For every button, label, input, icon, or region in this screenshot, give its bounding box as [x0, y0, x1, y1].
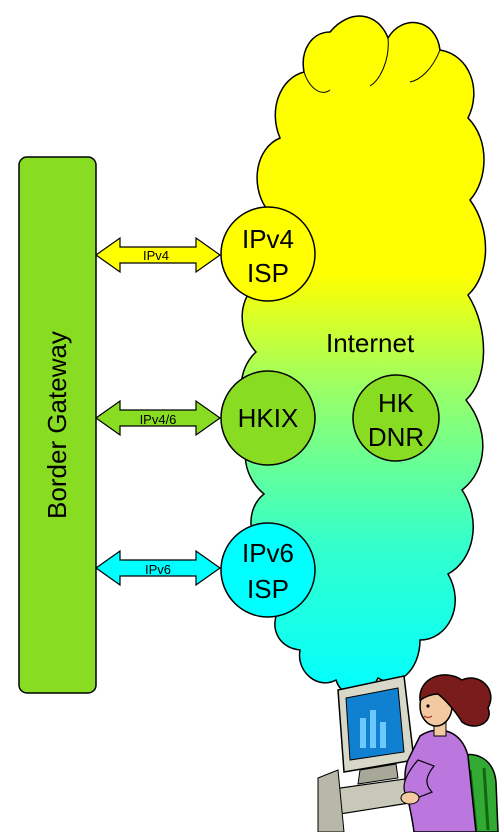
node-ipv4-isp-line2: ISP	[247, 258, 289, 288]
node-hk-dnr-line1: HK	[378, 388, 415, 418]
node-hkix: HKIX	[220, 370, 316, 466]
border-gateway-label: Border Gateway	[42, 331, 72, 519]
node-ipv4-isp-line1: IPv4	[242, 224, 294, 254]
link-ipv46: IPv4/6	[94, 399, 222, 437]
internet-label: Internet	[326, 328, 415, 358]
link-ipv4: IPv4	[94, 236, 222, 274]
link-ipv6: IPv6	[94, 549, 222, 587]
link-ipv46-label: IPv4/6	[140, 412, 177, 427]
node-ipv4-isp: IPv4 ISP	[220, 206, 316, 302]
border-gateway-box	[18, 156, 97, 694]
link-ipv4-label: IPv4	[143, 248, 169, 263]
link-ipv6-label: IPv6	[145, 562, 171, 577]
node-hk-dnr: HK DNR	[352, 374, 440, 462]
node-hk-dnr-line2: DNR	[368, 422, 424, 452]
node-hkix-label: HKIX	[238, 403, 299, 433]
node-ipv6-isp: IPv6 ISP	[220, 522, 316, 618]
user-at-computer-icon	[317, 674, 499, 832]
node-ipv6-isp-line2: ISP	[247, 574, 289, 604]
node-ipv6-isp-line1: IPv6	[242, 538, 294, 568]
